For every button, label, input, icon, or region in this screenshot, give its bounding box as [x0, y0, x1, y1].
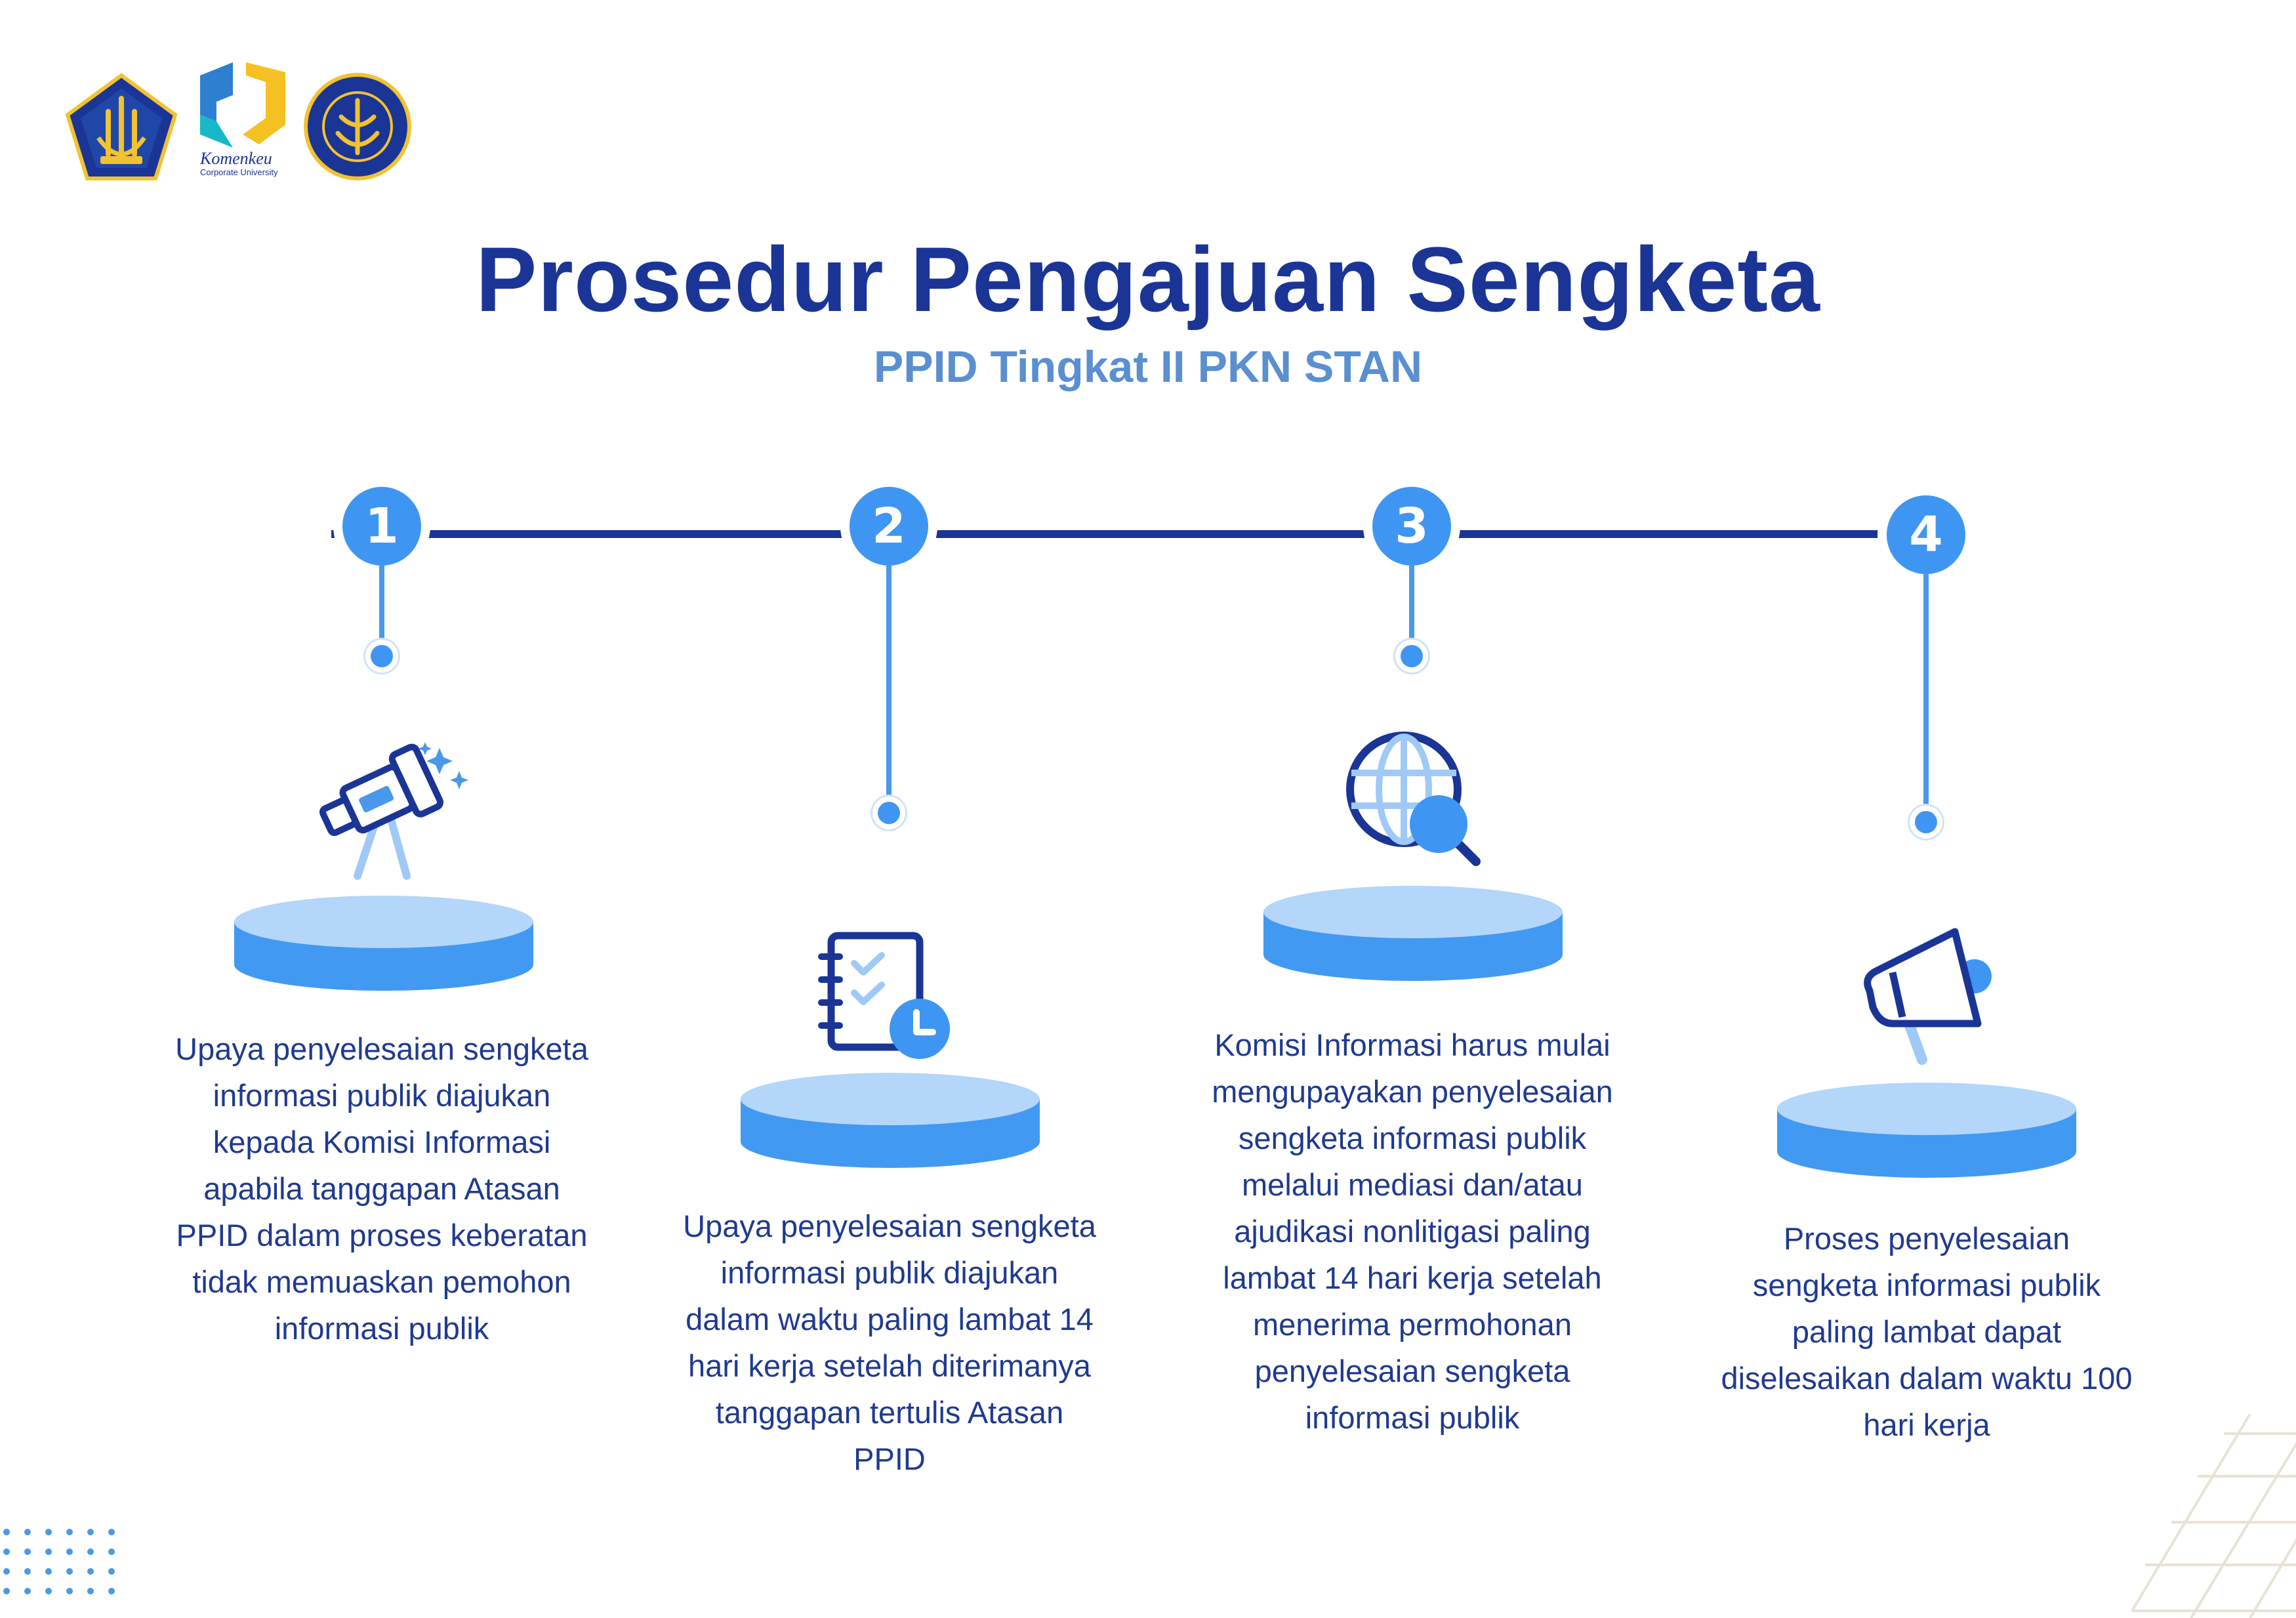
step-2-number: 2: [850, 487, 928, 566]
step-3-connector-dot: [1401, 645, 1423, 667]
timeline-line: [331, 530, 1925, 538]
step-1-number: 1: [342, 487, 421, 566]
step-1-description: Upaya penyelesaian sengketa informasi pu…: [175, 1031, 588, 1346]
step-1-connector: [379, 566, 384, 652]
step-3-description: Komisi Informasi harus mulai mengupayaka…: [1212, 1027, 1613, 1435]
komenkeu-corporate-university-logo: Komenkeu Corporate University: [199, 62, 285, 177]
decorative-dot-grid: [3, 1529, 115, 1594]
step-1-podium: [234, 896, 533, 991]
step-4-podium: [1777, 1083, 2076, 1178]
telescope-icon: [319, 742, 468, 880]
step-3-podium: [1263, 886, 1563, 981]
step-4-description: Proses penyelesaian sengketa informasi p…: [1721, 1221, 2133, 1442]
step-2-connector: [886, 566, 892, 810]
decorative-grid-lines: [2131, 1414, 2296, 1618]
step-2-description: Upaya penyelesaian sengketa informasi pu…: [683, 1209, 1096, 1476]
step-3-connector: [1409, 566, 1414, 652]
komenkeu-logo-text: Komenkeu: [199, 149, 272, 168]
kemenkeu-logo: [65, 73, 178, 180]
step-4-number: 4: [1887, 495, 1965, 574]
step-3-number: 3: [1372, 487, 1451, 566]
step-2-podium: [741, 1073, 1040, 1168]
page-title: Prosedur Pengajuan Sengketa: [476, 228, 1820, 331]
checklist-clock-icon: [818, 932, 950, 1059]
pkn-stan-logo: [304, 73, 411, 180]
step-2-connector-dot: [878, 802, 900, 824]
komenkeu-logo-subtext: Corporate University: [200, 167, 278, 177]
megaphone-icon: [1864, 928, 1992, 1065]
globe-search-icon: [1346, 732, 1481, 866]
step-4-connector-dot: [1915, 811, 1937, 833]
page-subtitle: PPID Tingkat II PKN STAN: [873, 342, 1423, 392]
step-1-connector-dot: [371, 645, 393, 667]
step-4-connector: [1923, 574, 1929, 820]
